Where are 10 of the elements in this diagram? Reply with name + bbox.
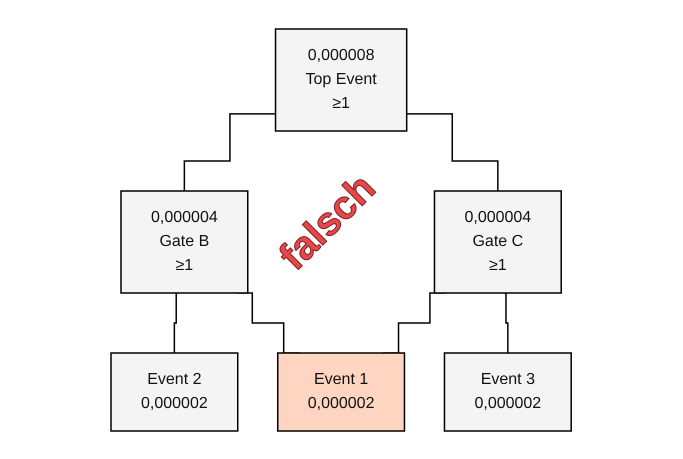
- node-box: Event 1 0,000002: [277, 352, 406, 432]
- connector: [407, 112, 499, 192]
- node-box: Event 2 0,000002: [110, 352, 239, 432]
- node-box: 0,000004 Gate B ≥1: [120, 190, 249, 294]
- connector: [174, 292, 178, 354]
- connector: [184, 112, 276, 192]
- node-box: Event 3 0,000002: [444, 352, 572, 432]
- node-box: 0,000004 Gate C ≥1: [434, 190, 562, 294]
- connector: [504, 292, 509, 354]
- node-box: 0,000008 Top Event ≥1: [275, 28, 408, 132]
